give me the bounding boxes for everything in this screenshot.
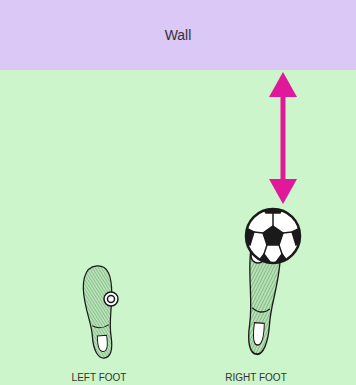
- pass-arrow: [269, 72, 297, 204]
- wall-band: Wall: [0, 0, 356, 70]
- pivot-marker: [108, 296, 115, 303]
- foot-label: RIGHT FOOT: [225, 372, 286, 383]
- wall-label: Wall: [165, 27, 192, 43]
- foot-label: LEFT FOOT: [72, 372, 127, 383]
- pivot-marker: [104, 292, 118, 306]
- soccer-ball: [242, 204, 304, 268]
- left-foot-sole: [82, 265, 117, 359]
